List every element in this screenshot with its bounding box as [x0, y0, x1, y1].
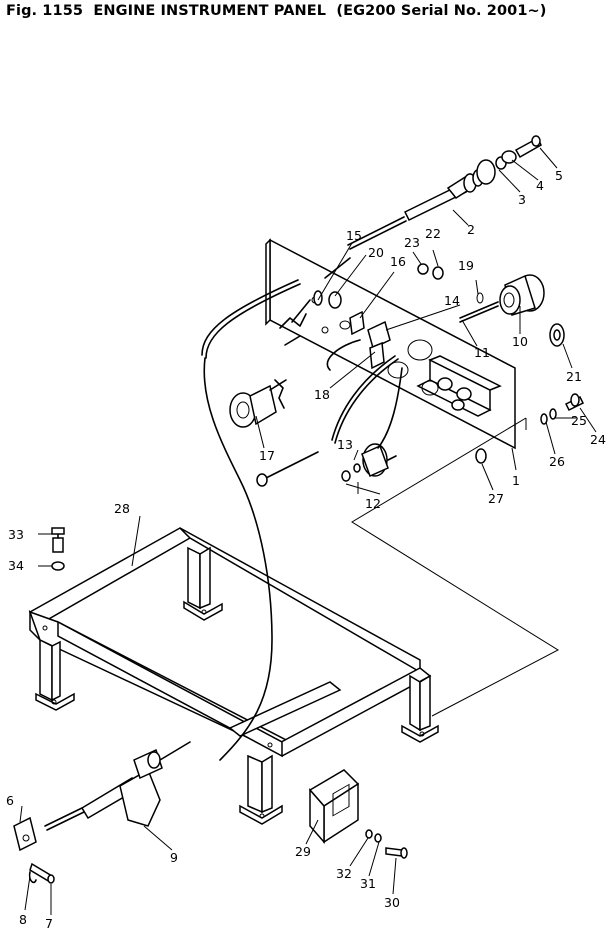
key-switch-part-17 — [229, 379, 319, 487]
callout-12: 12 — [365, 496, 381, 511]
callout-2: 2 — [467, 222, 475, 237]
pin-part-7 — [29, 862, 55, 884]
callout-8: 8 — [19, 912, 27, 927]
callout-5: 5 — [555, 168, 563, 183]
callout-22: 22 — [425, 226, 441, 241]
callout-32: 32 — [336, 866, 352, 881]
wiring — [201, 279, 403, 761]
callout-23: 23 — [404, 235, 420, 250]
instrument-panel-part-1 — [265, 238, 516, 450]
callout-19: 19 — [458, 258, 474, 273]
callout-13: 13 — [337, 437, 353, 452]
callout-28: 28 — [114, 501, 130, 516]
figure-title: Fig. 1155 ENGINE INSTRUMENT PANEL (EG200… — [6, 3, 547, 19]
callout-21: 21 — [566, 369, 582, 384]
washer-part-31 — [374, 833, 382, 843]
callout-6: 6 — [6, 793, 14, 808]
callout-26: 26 — [549, 454, 565, 469]
lever-bracket-part-9 — [44, 741, 191, 831]
bolt-part-24 — [564, 393, 585, 412]
cotter-pin-part-8 — [28, 871, 37, 884]
nut-part-22 — [432, 266, 444, 280]
callout-leaders — [19, 147, 597, 915]
washer-part-25 — [549, 408, 557, 420]
relay-box-part-29 — [308, 769, 360, 844]
callout-3: 3 — [518, 192, 526, 207]
callout-4: 4 — [536, 178, 544, 193]
callout-14: 14 — [444, 293, 460, 308]
callout-16: 16 — [390, 254, 406, 269]
callout-20: 20 — [368, 245, 384, 260]
callout-34: 34 — [8, 558, 24, 573]
callout-25: 25 — [571, 413, 587, 428]
callout-labels: 1 2 3 4 5 6 7 8 9 10 11 12 13 14 15 16 1… — [6, 168, 606, 931]
washer-part-34 — [51, 561, 65, 571]
bolt-part-33 — [51, 527, 65, 553]
callout-15: 15 — [346, 228, 362, 243]
callout-24: 24 — [590, 432, 606, 447]
switch-part-14 — [367, 320, 391, 350]
nut-part-23 — [417, 263, 429, 275]
callout-18: 18 — [314, 387, 330, 402]
callout-1: 1 — [512, 473, 520, 488]
knob-part-20 — [313, 290, 323, 306]
switch-parts — [279, 257, 484, 370]
callout-27: 27 — [488, 491, 504, 506]
switch-part-15 — [328, 291, 342, 309]
callout-29: 29 — [295, 844, 311, 859]
callout-11: 11 — [474, 345, 490, 360]
callout-7: 7 — [45, 916, 53, 931]
clip-part-19 — [476, 292, 484, 304]
callout-30: 30 — [384, 895, 400, 910]
nut-part-13 — [353, 463, 361, 473]
gauge-part-10 — [459, 274, 545, 323]
callout-17: 17 — [259, 448, 275, 463]
knob-part-12 — [341, 443, 397, 482]
frame-part-28 — [28, 527, 439, 825]
clevis-part-6 — [13, 816, 37, 852]
callout-9: 9 — [170, 850, 178, 865]
leader-lines — [351, 417, 560, 717]
washer-part-27 — [475, 448, 487, 464]
washer-part-26 — [540, 413, 548, 425]
throttle-cable-part-2 — [347, 135, 542, 250]
callout-10: 10 — [512, 334, 528, 349]
callout-33: 33 — [8, 527, 24, 542]
ring-part-21 — [549, 323, 565, 347]
relay-part-18 — [369, 341, 385, 370]
callout-31: 31 — [360, 876, 376, 891]
bolt-part-30 — [385, 847, 408, 859]
washer-part-32 — [365, 829, 373, 839]
